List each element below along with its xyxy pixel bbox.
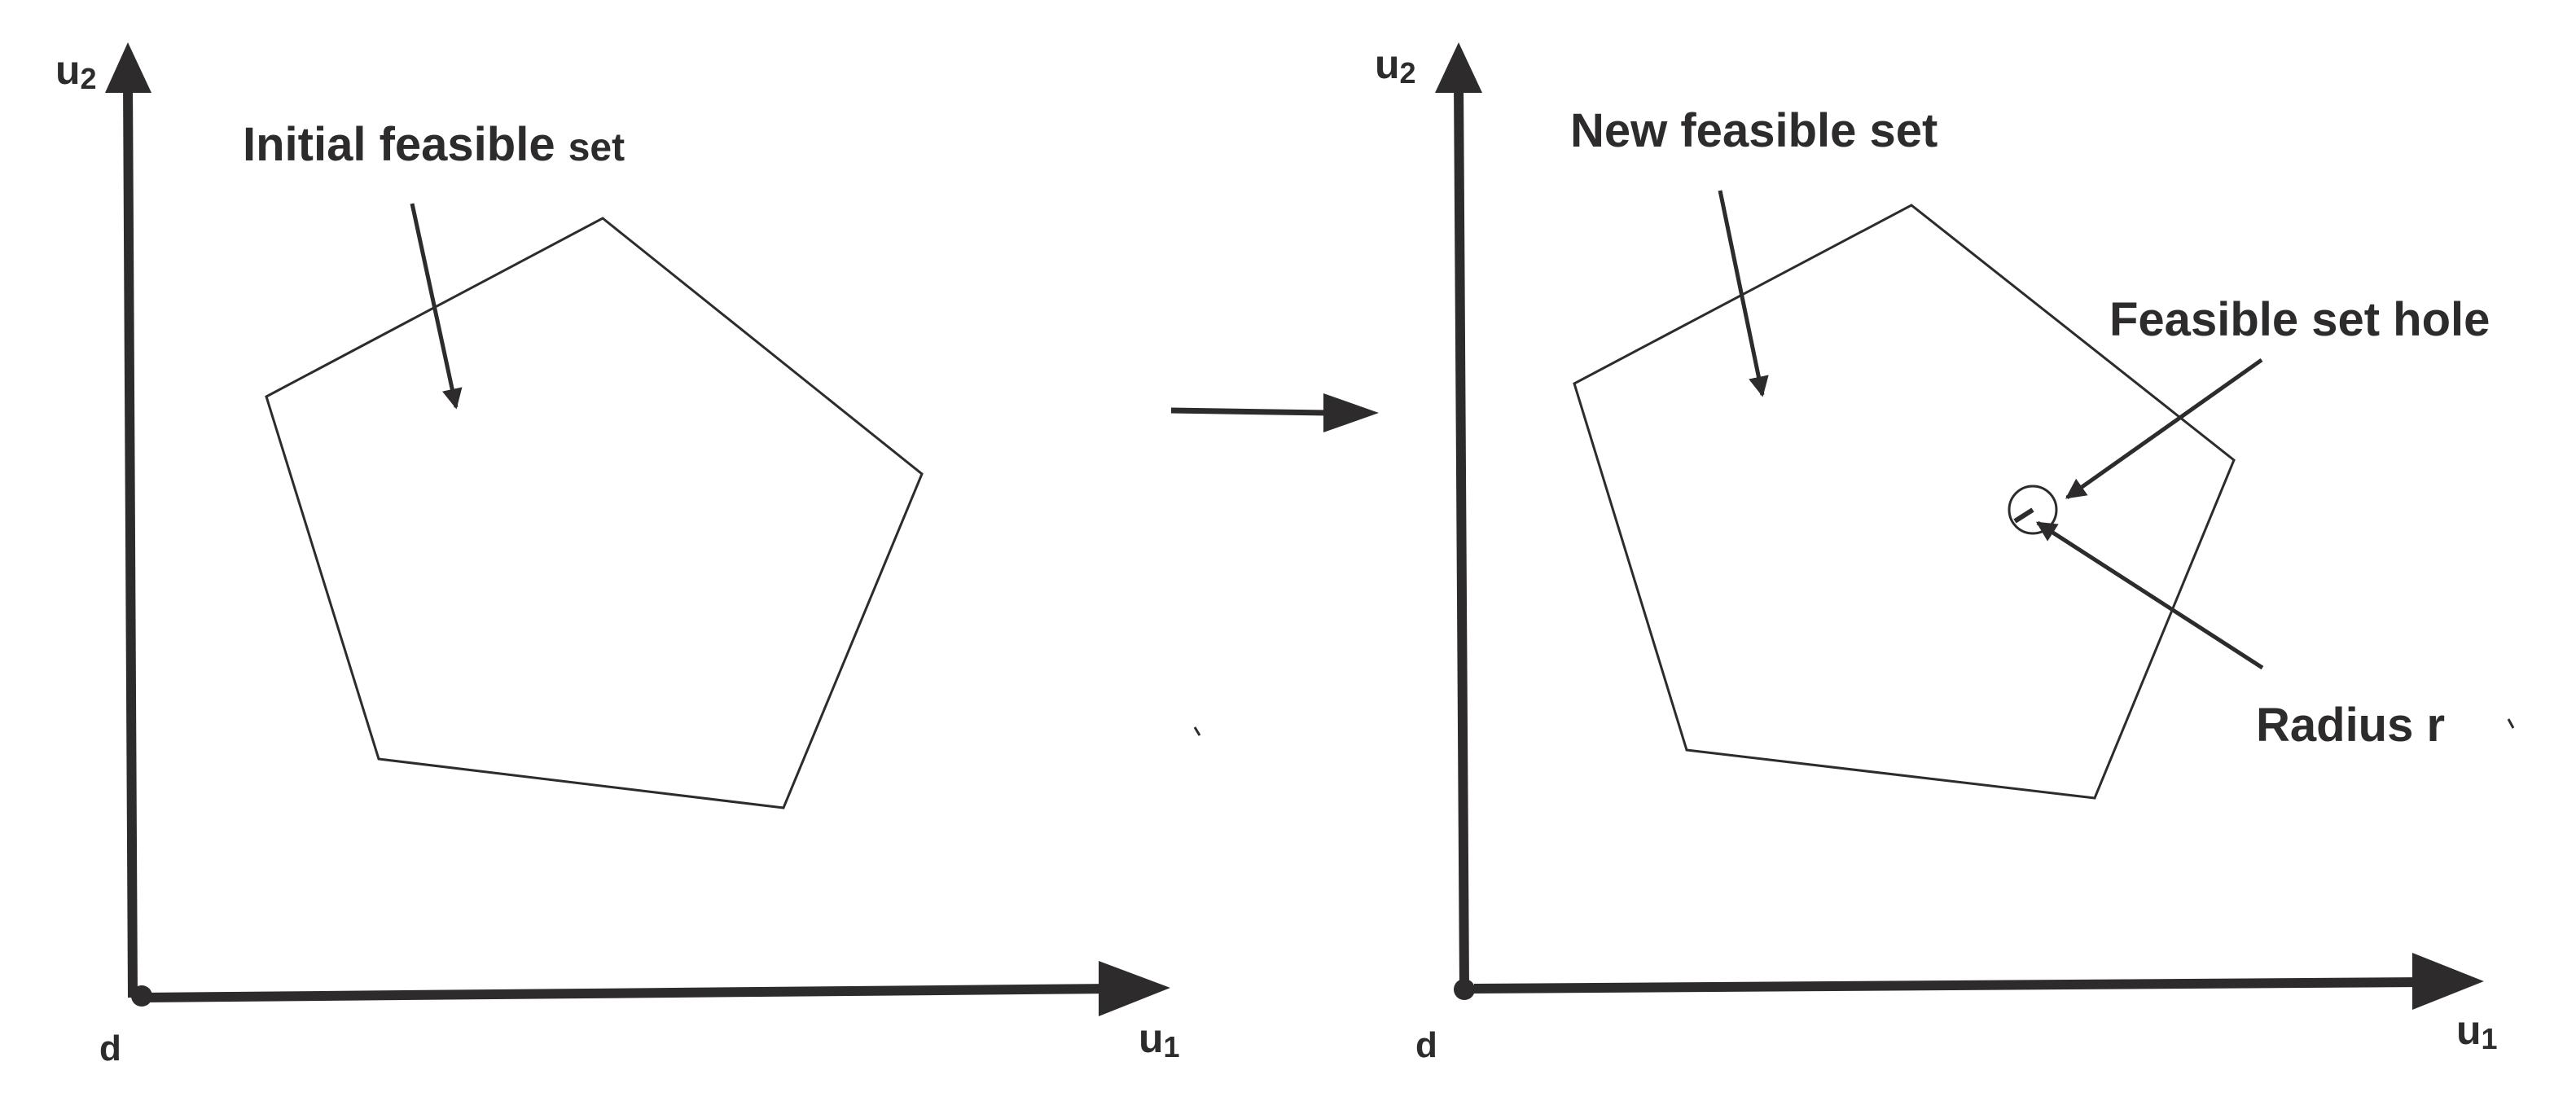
stray-mark-middle <box>1193 726 1201 736</box>
feasible-set-hole-circle <box>2008 485 2058 535</box>
feasible-set-hole-label: Feasible set hole <box>2109 293 2490 346</box>
right-panel: u2 u1 d New feasible set Feasible set ho… <box>1375 42 2498 1065</box>
right-origin-label: d <box>1415 1025 1437 1065</box>
left-y-axis-label: u2 <box>55 47 97 95</box>
left-origin-dot <box>131 985 152 1007</box>
right-origin-dot <box>1454 979 1475 1000</box>
left-x-axis <box>142 961 1170 1016</box>
initial-feasible-set-label: Initial feasible set <box>243 118 625 171</box>
hole-pointer-arrow <box>2065 357 2263 500</box>
right-y-axis-arrowhead <box>1435 42 1482 93</box>
right-y-axis <box>1435 42 1482 990</box>
right-x-axis-arrowhead <box>2412 953 2484 1010</box>
initial-feasible-set-pentagon <box>265 217 924 809</box>
right-x-axis <box>1473 953 2484 1010</box>
new-feasible-set-label: New feasible set <box>1570 104 1937 157</box>
left-panel: u2 u1 d Initial feasible set <box>55 42 1180 1068</box>
left-origin-label: d <box>99 1029 121 1068</box>
right-y-axis-label: u2 <box>1375 42 1416 90</box>
transition-arrow <box>1170 393 1379 432</box>
new-set-pointer-arrow <box>1718 190 1769 397</box>
left-x-axis-label: u1 <box>1139 1015 1180 1064</box>
left-x-axis-arrowhead <box>1099 961 1170 1016</box>
right-x-axis-label: u1 <box>2456 1007 2498 1055</box>
transition-arrowhead <box>1323 393 1379 432</box>
initial-set-pointer-arrow <box>410 203 463 410</box>
stray-mark-right <box>2507 718 2515 729</box>
radius-r-label: Radius r <box>2256 699 2445 752</box>
radius-pointer-arrow <box>2035 520 2264 670</box>
hole-radius-segment <box>2013 507 2034 524</box>
left-y-axis <box>105 42 151 998</box>
left-y-axis-arrowhead <box>105 42 151 93</box>
